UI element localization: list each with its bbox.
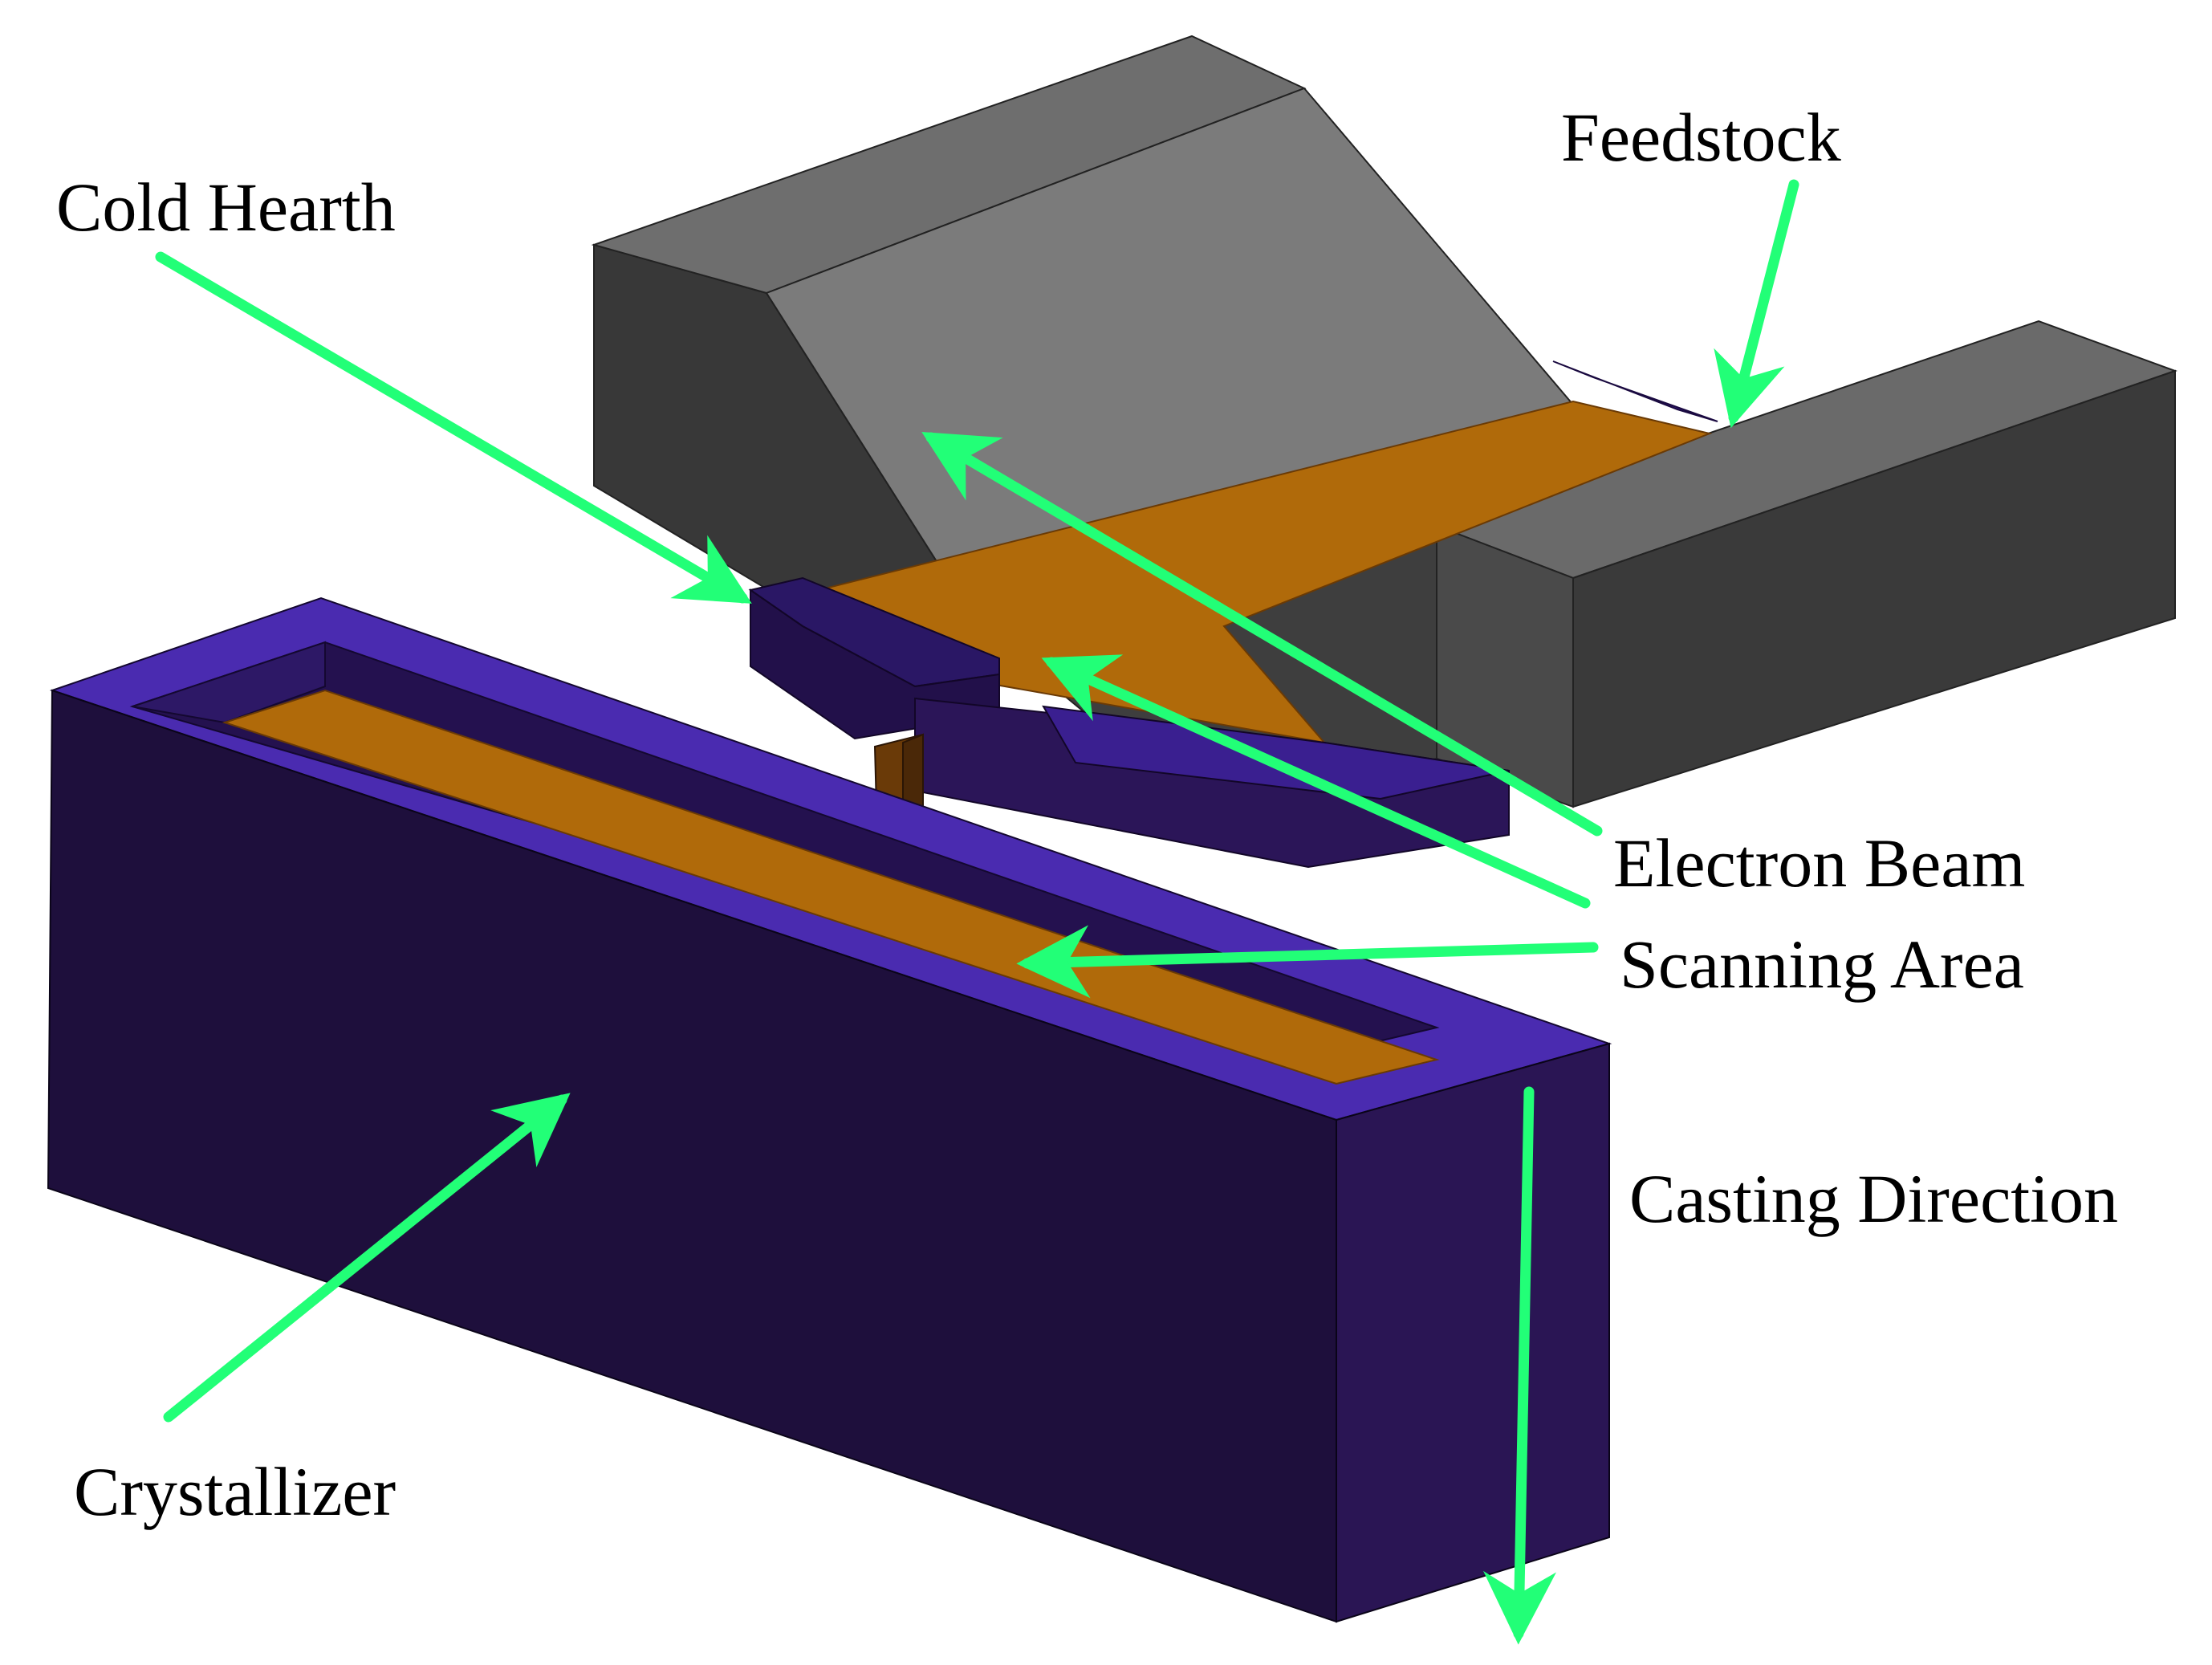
label-scanning-area: Scanning Area — [1620, 926, 2024, 1003]
arrow-electron-beam-2 — [1041, 654, 1591, 909]
arrow-scanning-area — [1016, 925, 1599, 999]
arrow-casting-direction — [1482, 1086, 1556, 1645]
label-electron-beam: Electron Beam — [1613, 824, 2026, 902]
cold-hearth-lower-right-top — [1042, 705, 1510, 800]
annotation-arrows — [155, 179, 1799, 1645]
arrow-feedstock — [1714, 179, 1799, 429]
label-feedstock: Feedstock — [1561, 99, 1841, 176]
feedstock-right-leg-side — [1572, 369, 2176, 808]
label-cold-hearth: Cold Hearth — [56, 169, 396, 246]
arrow-crystallizer — [163, 1093, 571, 1423]
crystallizer-end-face — [1336, 1042, 1610, 1623]
arrow-electron-beam-1 — [921, 432, 1603, 837]
label-crystallizer: Crystallizer — [74, 1453, 396, 1530]
crystallizer-melt — [222, 689, 1440, 1085]
arrow-cold-hearth — [155, 251, 752, 604]
crystallizer-inner-left — [132, 641, 326, 724]
label-casting-direction: Casting Direction — [1629, 1160, 2119, 1237]
crystallizer — [47, 596, 1612, 1623]
